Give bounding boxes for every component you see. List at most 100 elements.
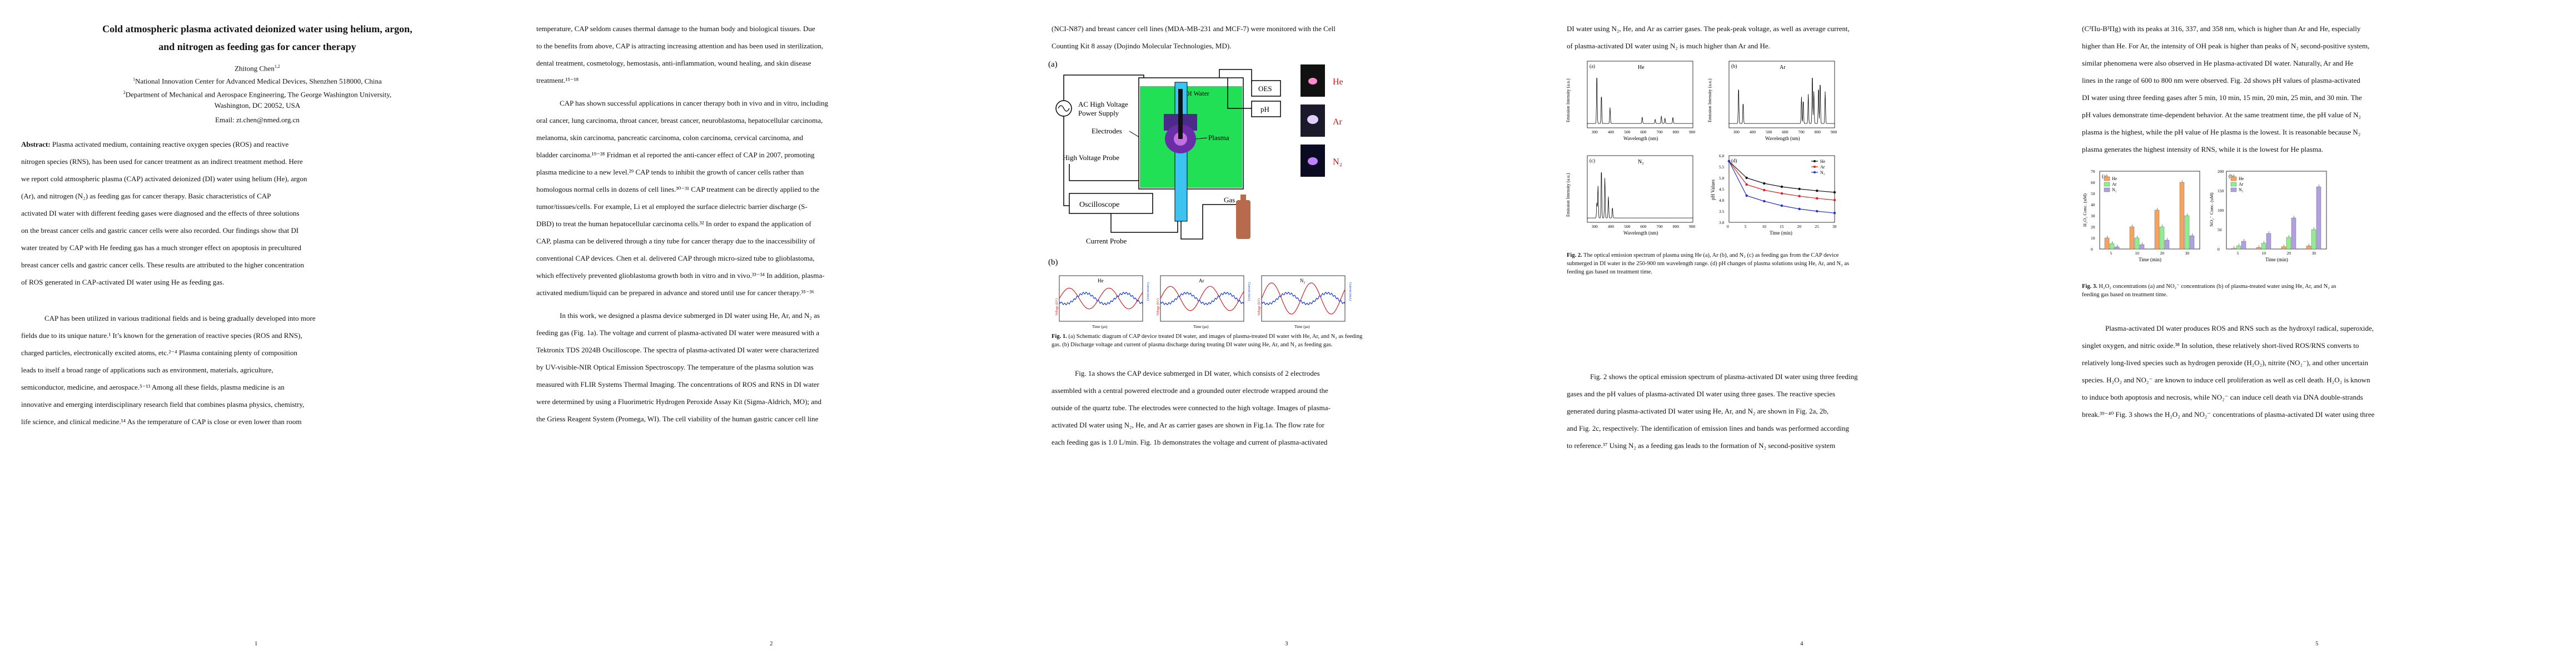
body-line: plasma generates the highest intensity o… — [2082, 145, 2323, 153]
ph-data-point — [1798, 187, 1801, 191]
ph-chart-frame — [1728, 155, 1835, 223]
body-line: Counting Kit 8 assay (Dojindo Molecular … — [1052, 42, 1232, 50]
spectrum-tick: 300 — [1733, 130, 1740, 135]
waveform-ylabel-current: Current (mA) — [1146, 282, 1150, 301]
page-number: 2 — [770, 640, 773, 647]
bar-y-tick: 60 — [2091, 180, 2095, 185]
waveform-ylabel-voltage: Voltage (kV) — [1257, 298, 1261, 316]
bar-x-tick: 10 — [2135, 251, 2140, 256]
body-line: charged particles, electronically excite… — [21, 348, 297, 357]
ph-data-point — [1798, 195, 1801, 197]
bar-y-tick: 0 — [2091, 247, 2093, 252]
bar — [2179, 182, 2185, 250]
bar-ylabel: NO₂⁻ Conc. (uM) — [2209, 192, 2214, 227]
ph-data-point — [1763, 200, 1766, 203]
spectrum-tick: 800 — [1815, 130, 1821, 135]
bar-y-tick: 30 — [2091, 213, 2095, 218]
spectrum-trace — [1587, 78, 1693, 125]
spectrum-panel — [1587, 155, 1693, 223]
bar — [2306, 246, 2311, 250]
body-line: leads to itself a broad range of applica… — [21, 365, 273, 374]
body-line: CAP, plasma can be delivered through a t… — [536, 237, 815, 245]
spectrum-tick: 900 — [1831, 130, 1837, 135]
ph-data-point — [1727, 160, 1731, 163]
spectrum-xlabel: Wavelength (nm) — [1623, 136, 1658, 141]
waveform-xlabel: Time (μs) — [1294, 325, 1310, 329]
bar — [2311, 229, 2316, 250]
bar — [2231, 248, 2236, 250]
body-line: semiconductor, medicine, and aerospace.⁵… — [21, 382, 285, 391]
waveform-title: He — [1098, 278, 1104, 283]
ph-legend-label: N₂ — [1820, 170, 1825, 175]
current-trace — [1160, 291, 1244, 306]
page-5: (C³Πu-B³Πg) with its peaks at 316, 337, … — [2061, 0, 2576, 667]
ph-data-point — [1745, 176, 1748, 180]
ph-data-point — [1763, 182, 1766, 185]
spectrum-xlabel: Wavelength (nm) — [1765, 136, 1800, 141]
page-number: 3 — [1285, 640, 1288, 647]
bar-xlabel: Time (min) — [2139, 257, 2161, 262]
bar — [2291, 217, 2296, 250]
body-line: higher than He. For Ar, the intensity of… — [2082, 42, 2370, 50]
body-line: In this work, we designed a plasma devic… — [560, 311, 820, 320]
body-line: tumor/tissues/cells. For example, Li et … — [536, 202, 808, 211]
ac-label-1: AC High Voltage — [1078, 100, 1128, 108]
waveform-title: Ar — [1199, 278, 1204, 283]
bar-legend-label: Ar — [2239, 182, 2244, 187]
ph-legend-marker — [1813, 160, 1816, 162]
oes-box — [1251, 80, 1281, 97]
ph-xlabel: Time (min) — [1770, 230, 1792, 236]
bar-legend-swatch — [2230, 176, 2237, 181]
bar-legend-swatch — [2104, 176, 2110, 181]
body-line: of plasma-activated DI water using N₂ is… — [1567, 42, 1770, 50]
paper-title-line1: Cold atmospheric plasma activated deioni… — [102, 23, 412, 34]
bar-x-tick: 20 — [2287, 251, 2291, 256]
ph-legend-label: He — [1820, 159, 1826, 164]
ph-x-tick: 30 — [1832, 224, 1837, 229]
waveform-ylabel-voltage: Voltage (kV) — [1055, 298, 1059, 316]
body-line: plasma is the highest, while the pH valu… — [2082, 128, 2361, 136]
ph-ylabel: pH Values — [1710, 179, 1716, 200]
spectrum-tick: 500 — [1766, 130, 1772, 135]
bar-y-tick: 150 — [2218, 188, 2224, 193]
ph-data-point — [1780, 185, 1783, 188]
bar — [2159, 226, 2165, 250]
fig1-label-b: (b) — [1048, 258, 1058, 267]
spectrum-tick: 600 — [1640, 224, 1647, 229]
bar — [2104, 237, 2110, 250]
bar — [2189, 235, 2195, 250]
spectrum-panel — [1587, 61, 1693, 128]
body-line: relatively long-lived species such as hy… — [2082, 359, 2369, 367]
spectrum-trace — [1587, 172, 1693, 219]
gas-cylinder — [1236, 200, 1250, 239]
bar — [2154, 210, 2160, 250]
ph-data-point — [1798, 207, 1801, 211]
ph-data-point — [1816, 210, 1818, 213]
waveform-xlabel: Time (μs) — [1092, 325, 1108, 329]
body-line: to induce both apoptosis and necrosis, w… — [2082, 393, 2363, 401]
abstract-line: on the breast cancer cells and gastric c… — [21, 226, 299, 235]
body-line: singlet oxygen, and nitric oxide.³⁸ In s… — [2082, 341, 2359, 350]
body-line: feeding gas (Fig. 1a). The voltage and c… — [536, 328, 820, 337]
body-line: pH values demonstrate time-dependent beh… — [2082, 111, 2361, 119]
ph-x-tick: 20 — [1797, 224, 1802, 229]
spectrum-tick: 400 — [1608, 224, 1615, 229]
spectrum-tick: 500 — [1624, 224, 1631, 229]
bar-legend-label: He — [2112, 176, 2117, 181]
spectrum-tick: 400 — [1608, 130, 1615, 135]
bar-y-tick: 0 — [2218, 247, 2220, 252]
page-number: 4 — [1800, 640, 1803, 647]
ph-y-tick: 5.5 — [1719, 165, 1725, 170]
bar-legend-label: He — [2239, 176, 2244, 181]
ph-data-point — [1763, 188, 1766, 192]
body-line: dental treatment, cosmetology, hemostasi… — [536, 59, 811, 67]
abstract: Abstract: Plasma activated medium, conta… — [21, 136, 494, 291]
voltage-trace — [1160, 286, 1244, 311]
bar-x-tick: 20 — [2160, 251, 2165, 256]
di-water-label: DI Water — [1185, 89, 1209, 97]
current-trace — [1059, 291, 1143, 306]
photo-ar-label: Ar — [1333, 117, 1343, 127]
bar-xlabel: Time (min) — [2265, 257, 2288, 262]
abstract-line: nitrogen species (RNS), has been used fo… — [21, 157, 303, 166]
